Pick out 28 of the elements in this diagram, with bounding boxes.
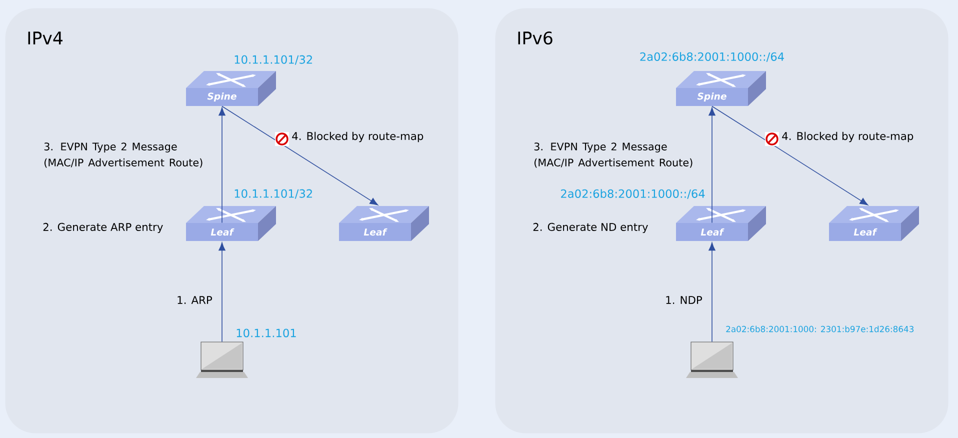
switch-drawing: Leaf [339,206,429,241]
edge-label: 4. Blocked by route-map [782,132,914,142]
arrow [222,106,378,206]
step-label: 3. EVPN Type 2 Message (MAC/IP Advertisement Route) [534,142,692,168]
switch-drawing: Leaf [186,206,276,241]
address-label: 2a02:6b8:2001:1000::/64 [561,189,705,199]
step-label: 2. Generate ARP entry [43,222,163,234]
arrow [712,106,868,206]
step-label: 2. Generate ND entry [533,222,648,234]
switch-drawing: Leaf [676,206,766,241]
arrow [708,107,716,224]
address-label: 10.1.1.101/32 [234,189,312,199]
address-label: 10.1.1.101/32 [234,55,312,65]
switch-drawing: Leaf [829,206,919,241]
address-label: 2a02:6b8:2001:1000::/64 [640,52,784,62]
step-label: 1. NDP [666,296,702,304]
arrow [708,242,716,342]
arrow [218,107,226,224]
address-label: 2a02:6b8:2001:1000: 2301:b97e:1d26:8643 [726,326,914,332]
step-label: 1. ARP [178,296,212,304]
node-label: Leaf [364,228,388,236]
switch-drawing: Spine [676,71,766,106]
step-label: 3. EVPN Type 2 Message (MAC/IP Advertisement Route) [44,142,202,168]
address-label: 10.1.1.101 [236,328,296,338]
edge-label: 4. Blocked by route-map [292,132,424,142]
node-label: Leaf [854,228,878,236]
switch-drawing: Spine [186,71,276,106]
arrow [218,242,226,342]
